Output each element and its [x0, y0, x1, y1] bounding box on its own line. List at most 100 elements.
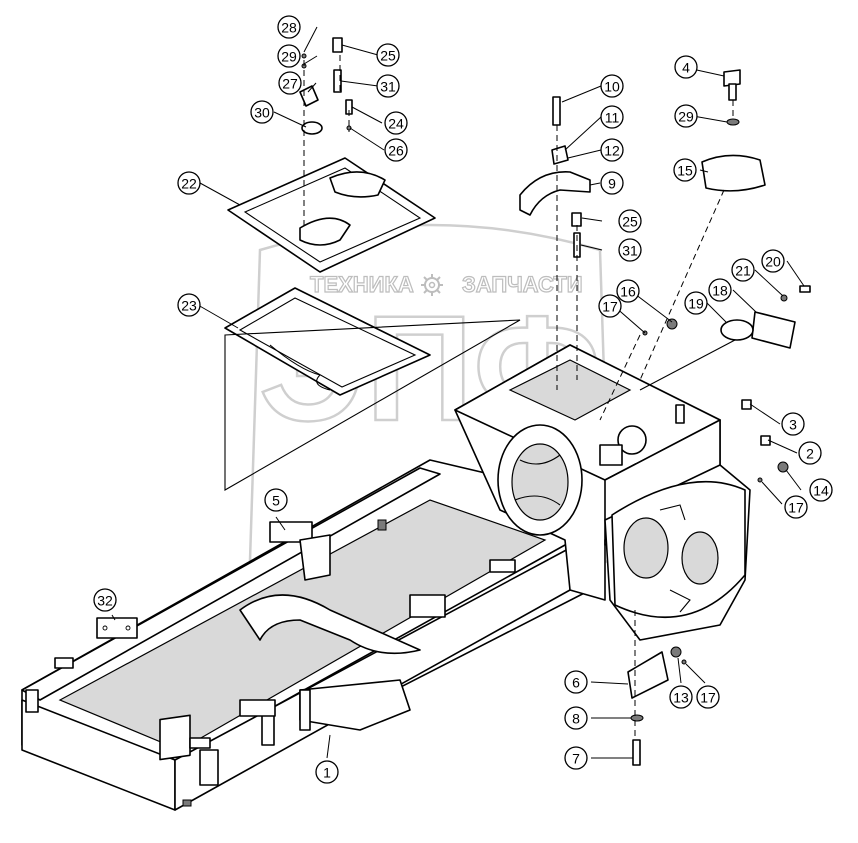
frame-plate — [299, 689, 311, 731]
part-14-plug — [777, 461, 789, 473]
gasket-23 — [224, 287, 431, 396]
callout-4: 4 — [674, 55, 698, 79]
plate-32 — [96, 617, 138, 639]
callout-2: 2 — [798, 441, 822, 465]
part-7-bolt — [632, 739, 641, 766]
gasket-22-slot — [329, 171, 386, 198]
callout-18: 18 — [708, 278, 732, 302]
callout-circle — [761, 249, 785, 273]
callout-label: 6 — [572, 675, 580, 691]
callout-24: 24 — [384, 111, 408, 135]
callout-8: 8 — [564, 706, 588, 730]
callout-26: 26 — [384, 138, 408, 162]
gasket-22 — [227, 157, 436, 273]
callout-circle — [696, 685, 720, 709]
gear-icon — [421, 274, 443, 296]
callout-circle — [600, 74, 624, 98]
callout-5: 5 — [264, 488, 288, 512]
callout-circle — [784, 495, 808, 519]
callout-label: 15 — [677, 163, 693, 179]
housing-top-opening — [508, 359, 632, 421]
callout-label: 16 — [620, 284, 636, 300]
callout-circle — [564, 670, 588, 694]
part-25-pin — [571, 212, 582, 227]
callout-label: 29 — [281, 49, 297, 65]
callout-32: 32 — [93, 588, 117, 612]
callout-11: 11 — [600, 105, 624, 129]
callout-6: 6 — [564, 670, 588, 694]
callout-27: 27 — [278, 71, 302, 95]
callout-circle — [618, 209, 642, 233]
callout-25: 25 — [618, 209, 642, 233]
callout-label: 22 — [181, 176, 197, 192]
callout-10: 10 — [600, 74, 624, 98]
callout-label: 12 — [604, 143, 620, 159]
callout-label: 19 — [688, 296, 704, 312]
part-17-ring — [681, 659, 687, 665]
part-10-pin — [552, 96, 561, 126]
callout-label: 3 — [789, 417, 797, 433]
callout-label: 10 — [604, 79, 620, 95]
callout-circle — [809, 478, 833, 502]
callout-label: 17 — [602, 299, 618, 315]
callout-17: 17 — [784, 495, 808, 519]
callout-circle — [564, 746, 588, 770]
callout-circle — [384, 138, 408, 162]
callout-label: 25 — [380, 48, 396, 64]
bell-housing-face — [611, 480, 746, 618]
bracket-plate-5 — [269, 521, 313, 543]
small-parts — [299, 37, 811, 766]
dowel — [675, 404, 685, 424]
frame-plate — [25, 689, 39, 713]
callout-circle — [708, 278, 732, 302]
part-15-cover — [701, 154, 766, 192]
callout-circle — [616, 279, 640, 303]
part-25-pin-top — [332, 37, 343, 53]
watermark-left-word: ТЕХНИКА — [310, 272, 414, 297]
part-30-plate — [301, 121, 323, 135]
callout-circle — [674, 55, 698, 79]
part-16-plug — [666, 318, 678, 330]
callout-9: 9 — [600, 171, 624, 195]
callout-label: 18 — [712, 283, 728, 299]
part-28-screw — [301, 53, 307, 59]
part-17-ring — [757, 477, 763, 483]
callout-label: 31 — [380, 79, 396, 95]
part-21-washer — [780, 294, 788, 302]
part-4-bolt-head — [723, 69, 741, 87]
bell-housing-bore-right — [681, 531, 719, 585]
part-3-dowel — [741, 399, 752, 410]
callout-circle — [177, 171, 201, 195]
callout-circle — [781, 412, 805, 436]
callout-16: 16 — [616, 279, 640, 303]
callout-circle — [264, 488, 288, 512]
callout-30: 30 — [250, 100, 274, 124]
callout-31: 31 — [618, 238, 642, 262]
callout-circle — [564, 706, 588, 730]
callout-circle — [277, 44, 301, 68]
callout-circle — [376, 43, 400, 67]
callout-circle — [618, 238, 642, 262]
callout-label: 7 — [572, 751, 580, 767]
callout-label: 29 — [678, 109, 694, 125]
callout-label: 30 — [254, 105, 270, 121]
part-29-washer — [726, 118, 740, 126]
callout-circle — [315, 760, 339, 784]
callout-label: 21 — [735, 263, 751, 279]
part-18-plate — [751, 311, 796, 349]
part-6-cap — [627, 651, 669, 699]
callout-12: 12 — [600, 138, 624, 162]
callout-1: 1 — [315, 760, 339, 784]
bracket-5-support — [299, 534, 331, 581]
callout-circle — [600, 138, 624, 162]
assembly-plane-outline — [224, 319, 521, 491]
callout-label: 5 — [272, 493, 280, 509]
callout-label: 17 — [700, 690, 716, 706]
callout-label: 31 — [622, 243, 638, 259]
callout-29: 29 — [277, 44, 301, 68]
part-27-clip — [299, 85, 319, 107]
callout-circle — [250, 100, 274, 124]
callout-17: 17 — [696, 685, 720, 709]
callout-label: 25 — [622, 214, 638, 230]
